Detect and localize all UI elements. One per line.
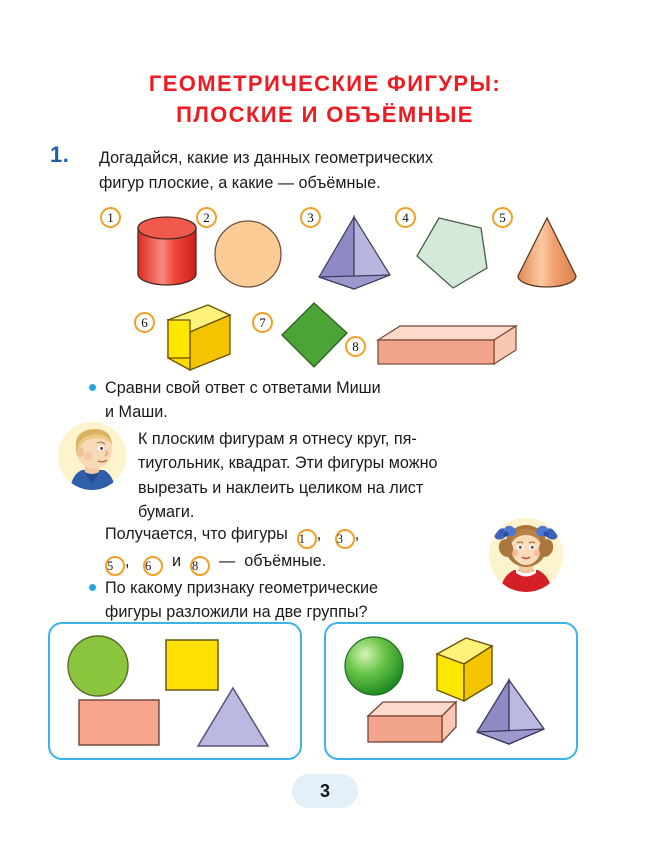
figure-number-2: 2 [196,207,217,228]
comma-3: , [125,552,130,570]
misha-speech-line-1: К плоским фигурам я отнесу круг, пя- [138,430,417,448]
bullet-2-line-1: По какому признаку геометрические [105,579,379,597]
girl-portrait-illustration [489,518,563,592]
page-title-line-2: ПЛОСКИЕ И ОБЪЁМНЫЕ [176,102,474,128]
answer-box-solid-figures[interactable] [324,622,578,760]
solid-cube [435,637,494,703]
flat-circle [67,635,129,697]
figure-number-5: 5 [492,207,513,228]
solid-figures-illustration [344,636,545,745]
inline-number-3: 3 [334,529,355,549]
figure-3-pyramid [318,214,391,290]
figure-2-circle [214,220,282,288]
task-number-1: 1. [50,142,70,167]
avatar-masha [489,518,563,592]
solid-sphere [344,636,404,696]
misha-speech-line-4: бумаги. [138,502,195,521]
comma-2: , [354,525,360,543]
bullet-1-line-2: и Маши. [105,403,168,422]
figure-number-1: 1 [100,207,121,228]
inline-number-6: 6 [143,556,163,576]
misha-speech-text: К плоским фигурам я отнесу круг, пя- тиу… [138,427,583,524]
figure-number-3: 3 [300,207,321,228]
flat-figures-illustration [67,635,270,747]
misha-speech-line-2: тиугольник, квадрат. Эти фигуры можно [138,454,438,473]
bullet-dot-2 [89,584,96,591]
bullet-2-line-2: фигуры разложили на две группы? [105,603,368,622]
page-title-line-1: ГЕОМЕТРИЧЕСКИЕ ФИГУРЫ: [148,71,502,96]
inline-number-5: 5 [105,556,125,576]
figure-number-6: 6 [134,312,155,333]
inline-number-1: 1 [296,529,317,549]
comma-1: , [316,525,322,543]
figure-4-pentagon [416,217,488,289]
solid-pyramid [476,677,545,745]
masha-speech-dash: — [219,552,236,570]
task-1-line-1: Догадайся, какие из данных геометрически… [99,149,433,167]
avatar-misha [58,422,126,490]
bullet-2-text: По какому признаку геометрические фигуры… [105,576,487,625]
task-1-text: Догадайся, какие из данных геометрически… [99,146,583,195]
masha-speech-suffix: объёмные. [244,552,327,570]
solid-box [366,700,458,744]
masha-speech-prefix: Получается, что фигуры [105,525,288,543]
answer-box-flat-figures[interactable] [48,622,302,760]
figure-5-cone [517,216,577,288]
figure-number-8: 8 [345,336,366,357]
task-1-line-2: фигур плоские, а какие — объёмные. [99,173,381,192]
figure-number-4: 4 [395,207,416,228]
figure-1-cylinder [137,216,197,286]
inline-number-8: 8 [190,556,211,576]
figure-8-box [375,324,519,366]
boy-portrait-illustration [58,422,126,490]
flat-square [165,639,219,691]
page-title: ГЕОМЕТРИЧЕСКИЕ ФИГУРЫ: ПЛОСКИЕ И ОБЪЁМНЫ… [0,68,650,130]
flat-rectangle [78,699,160,746]
figure-number-7: 7 [252,312,273,333]
flat-triangle [196,686,270,747]
bullet-1-line-1: Сравни свой ответ с ответами Миши [105,379,381,397]
misha-speech-line-3: вырезать и наклеить целиком на лист [138,478,424,497]
page-number: 3 [292,774,358,808]
masha-speech-conjunction: и [172,552,182,570]
figure-7-square [281,302,348,368]
figure-6-cube [166,304,232,372]
masha-speech-text: Получается, что фигуры 1, 3, 5, 6 и 8 — … [105,522,485,576]
bullet-1-text: Сравни свой ответ с ответами Миши и Маши… [105,376,577,425]
bullet-dot-1 [89,384,96,391]
